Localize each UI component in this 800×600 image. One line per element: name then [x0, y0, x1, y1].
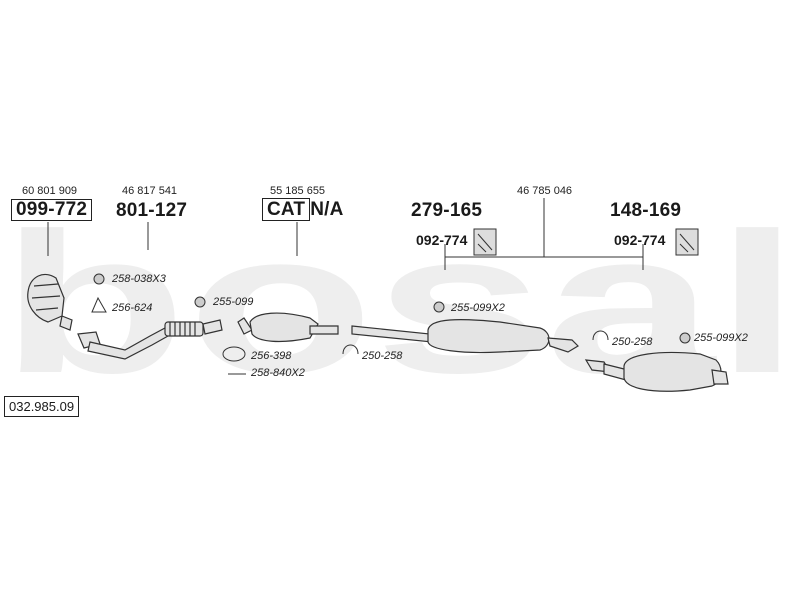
- accessory-code[interactable]: 255-099: [213, 296, 254, 308]
- catalyst-label: CAT: [262, 198, 311, 221]
- accessory-code[interactable]: 250-258: [362, 350, 403, 362]
- accessory-code[interactable]: 255-099X2: [694, 332, 748, 344]
- accessory-code[interactable]: 258-038X3: [112, 273, 166, 285]
- oem-number: 46 817 541: [122, 185, 178, 197]
- part-number-middle-silencer[interactable]: 279-165: [411, 200, 483, 221]
- oem-number: 55 185 655: [270, 185, 326, 197]
- flex-pipe-part: [164, 319, 223, 337]
- gasket-oval-icon: [222, 346, 246, 362]
- oem-number: 60 801 909: [22, 185, 78, 197]
- gasket-triangle-icon: [91, 296, 107, 313]
- catalyst-availability: N/A: [310, 199, 344, 220]
- accessory-code[interactable]: 256-398: [251, 350, 292, 362]
- oem-number: 46 785 046: [517, 185, 573, 197]
- part-number-flex-pipe[interactable]: 801-127: [116, 200, 188, 221]
- nut-icon: [433, 301, 445, 313]
- accessory-code[interactable]: 255-099X2: [451, 302, 505, 314]
- accessory-code[interactable]: 250-258: [612, 336, 653, 348]
- catalyst-part: [237, 312, 339, 343]
- diagram-reference: 032.985.09: [4, 396, 80, 417]
- mount-number[interactable]: 092-774: [614, 232, 666, 248]
- rear-silencer-part: [584, 351, 729, 392]
- nut-icon: [194, 296, 206, 308]
- nut-icon: [93, 273, 105, 285]
- leader-lines: [47, 198, 644, 270]
- rubber-mount-icon: [473, 228, 497, 256]
- mount-number[interactable]: 092-774: [416, 232, 468, 248]
- nut-icon: [679, 332, 691, 344]
- clamp-icon: [342, 344, 359, 355]
- accessory-code[interactable]: 258-840X2: [251, 367, 305, 379]
- rubber-mount-icon: [675, 228, 699, 256]
- middle-silencer-part: [351, 319, 579, 354]
- part-number-rear-silencer[interactable]: 148-169: [610, 200, 682, 221]
- clamp-icon: [592, 330, 609, 341]
- accessory-code[interactable]: 256-624: [112, 302, 153, 314]
- part-number-front-pipe[interactable]: 099-772: [11, 199, 93, 221]
